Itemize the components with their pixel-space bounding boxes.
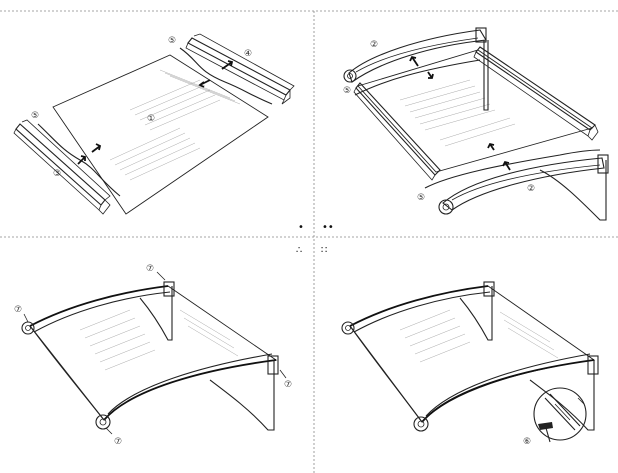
arrow-bottom <box>77 155 86 165</box>
bracket-3b <box>209 360 275 431</box>
cap-arrow-c <box>279 369 287 379</box>
seal-strip-top <box>179 47 273 105</box>
step3-assembly: ⑦ ⑦ ⑦ ⑦ <box>14 264 292 447</box>
callout-seal-left: ⑤ <box>343 86 351 96</box>
canopy-panel-3 <box>29 285 278 421</box>
seal-strip-left <box>354 59 481 96</box>
sheet-hatch-4 <box>399 309 559 363</box>
arrow-2c <box>502 160 511 171</box>
arrow-2b <box>427 71 434 79</box>
sheet-hatch <box>109 69 241 181</box>
callout-cap-a: ⑦ <box>14 305 22 315</box>
callout-top-rail: ④ <box>244 49 252 59</box>
callout-panel-sheet: ① <box>147 114 155 124</box>
callout-bottom-rail: ③ <box>53 169 61 179</box>
callout-bracket-upper: ② <box>370 40 378 50</box>
arrow-bottom-2 <box>91 143 102 153</box>
callout-bracket-lower: ② <box>527 184 535 194</box>
callout-seal-right: ⑤ <box>417 193 425 203</box>
step-marker-1: • <box>298 222 304 233</box>
step4-assembly: ⑥ <box>341 281 599 447</box>
bottom-rail <box>13 119 111 215</box>
step1-panel: ① ④ ⑤ ⑤ ③ <box>13 33 295 215</box>
cap-arrow-d <box>105 427 113 435</box>
step-marker-4: ∷ <box>321 245 327 256</box>
step-marker-2: •• <box>322 222 334 233</box>
seal-strip-bottom <box>37 123 121 197</box>
bracket-3a <box>139 286 173 341</box>
step-marker-3: ∴ <box>296 245 302 256</box>
callout-cap-b: ⑦ <box>146 264 154 274</box>
sheet-hatch-2 <box>399 79 516 147</box>
arrow-2a <box>409 55 419 67</box>
front-arch <box>29 285 169 327</box>
callout-hammer: ⑥ <box>523 437 531 447</box>
post-back <box>483 40 489 111</box>
arrow-2d <box>487 142 495 151</box>
callout-cap-d: ⑦ <box>114 437 122 447</box>
callout-seal-bottom: ⑤ <box>31 111 39 121</box>
cap-arrow-a <box>23 313 29 323</box>
lower-arch <box>103 359 277 421</box>
cap-arrow-b <box>156 271 166 281</box>
hammer-icon <box>538 422 553 443</box>
callout-seal-top: ⑤ <box>168 36 176 46</box>
sheet-hatch-3 <box>79 309 239 371</box>
top-rail <box>185 33 295 105</box>
detail-circle <box>533 387 587 443</box>
bracket-upper <box>343 27 487 83</box>
panel-sheet-2 <box>357 49 594 173</box>
step2-assembly: ② ② ⑤ ⑤ <box>343 27 609 221</box>
callout-cap-c: ⑦ <box>284 380 292 390</box>
bracket-lower <box>438 154 609 221</box>
polycarbonate-sheet <box>52 54 269 215</box>
arrow-top-2 <box>198 79 211 88</box>
arrow-top <box>221 60 234 70</box>
seal-strip-right <box>424 149 601 189</box>
